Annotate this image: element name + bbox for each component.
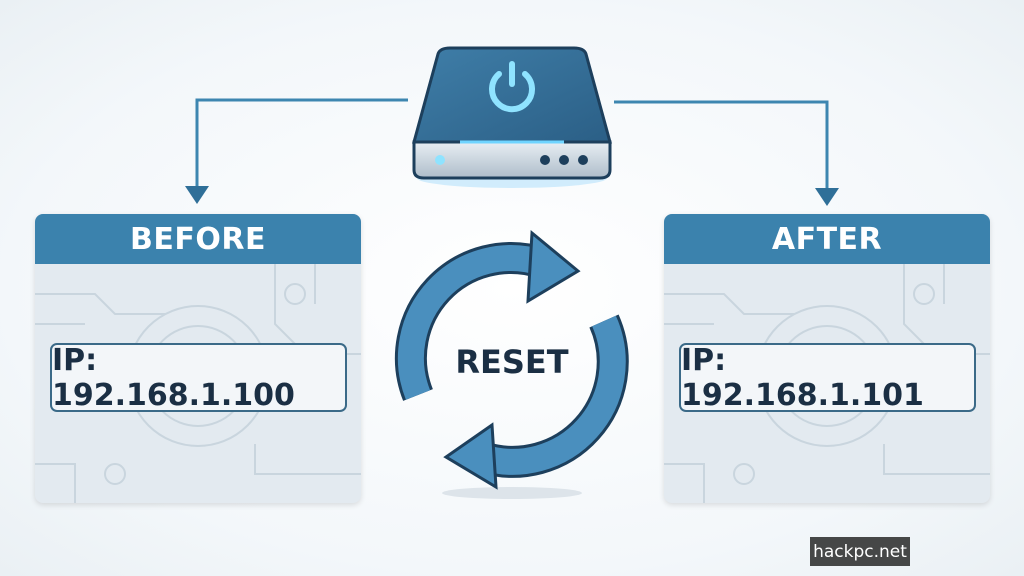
before-title: BEFORE (35, 214, 361, 264)
reset-label: RESET (455, 343, 568, 381)
after-ip-field: IP: 192.168.1.101 (679, 343, 976, 413)
reset-cycle-icon: RESET (394, 229, 629, 499)
power-icon (489, 61, 535, 113)
arrowhead-top (526, 229, 581, 304)
arrow-to-after (614, 100, 829, 192)
status-led (435, 155, 445, 165)
after-panel: AFTER IP: 192.168.1.101 (664, 214, 990, 503)
before-panel: BEFORE IP: 192.168.1.100 (35, 214, 361, 503)
after-title: AFTER (664, 214, 990, 264)
arrow-to-before (195, 98, 408, 190)
before-ip-field: IP: 192.168.1.100 (50, 343, 347, 413)
arrowhead-bottom (443, 422, 498, 490)
arrowhead-after (815, 188, 839, 206)
router-device (412, 46, 612, 188)
watermark: hackpc.net (810, 537, 910, 566)
arrowhead-before (185, 186, 209, 204)
